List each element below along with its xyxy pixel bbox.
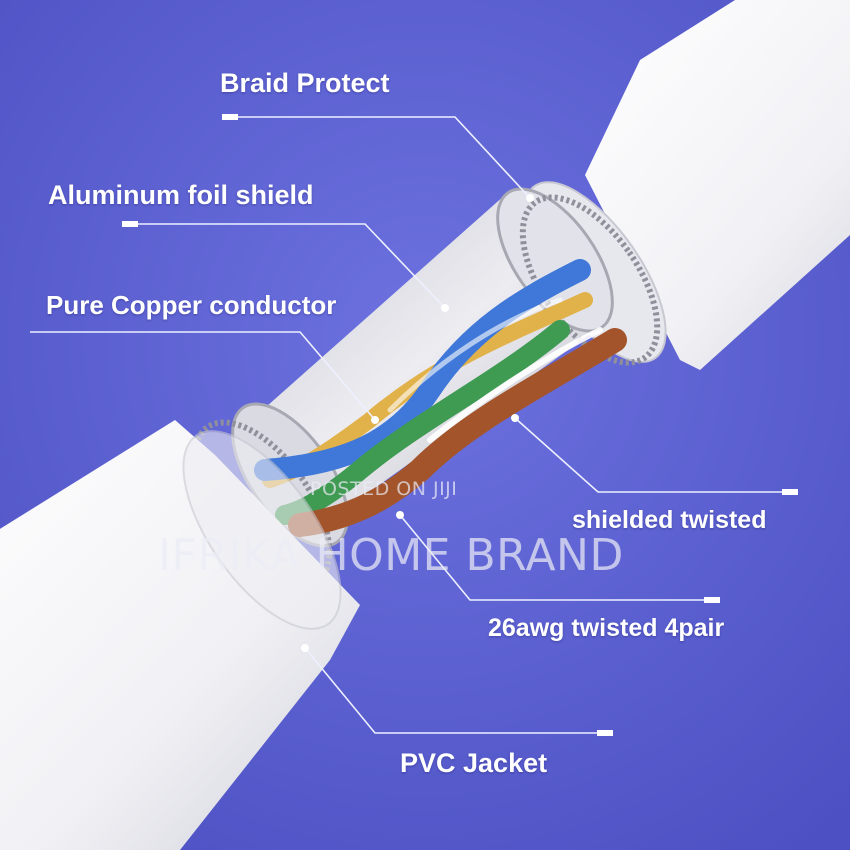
- label-braid-protect: Braid Protect: [220, 68, 390, 98]
- copper-leader: [30, 331, 376, 421]
- label-shielded-twisted: shielded twisted: [572, 506, 767, 534]
- watermark-brand: IFRIKA HOME BRAND: [158, 530, 624, 581]
- foil-leader: [130, 223, 446, 309]
- label-pure-copper-conductor: Pure Copper conductor: [46, 290, 337, 320]
- pvc-leader: [304, 647, 605, 734]
- label-aluminum-foil-shield: Aluminum foil shield: [48, 180, 314, 210]
- label-26awg-twisted-4pair: 26awg twisted 4pair: [488, 614, 725, 642]
- shielded-leader: [514, 417, 790, 493]
- blue-pair: [254, 259, 591, 481]
- brown-pair: [288, 328, 627, 537]
- awg-leader: [399, 514, 712, 601]
- braid-leader: [232, 116, 531, 199]
- watermark-posted: POSTED ON JIJI: [310, 478, 458, 500]
- twisted-pairs: [254, 259, 627, 537]
- lower-cable-jacket: [0, 420, 360, 850]
- label-pvc-jacket: PVC Jacket: [400, 748, 548, 778]
- leader-end-markers: [122, 114, 798, 736]
- green-pair: [275, 320, 570, 525]
- leader-lines: [30, 116, 790, 734]
